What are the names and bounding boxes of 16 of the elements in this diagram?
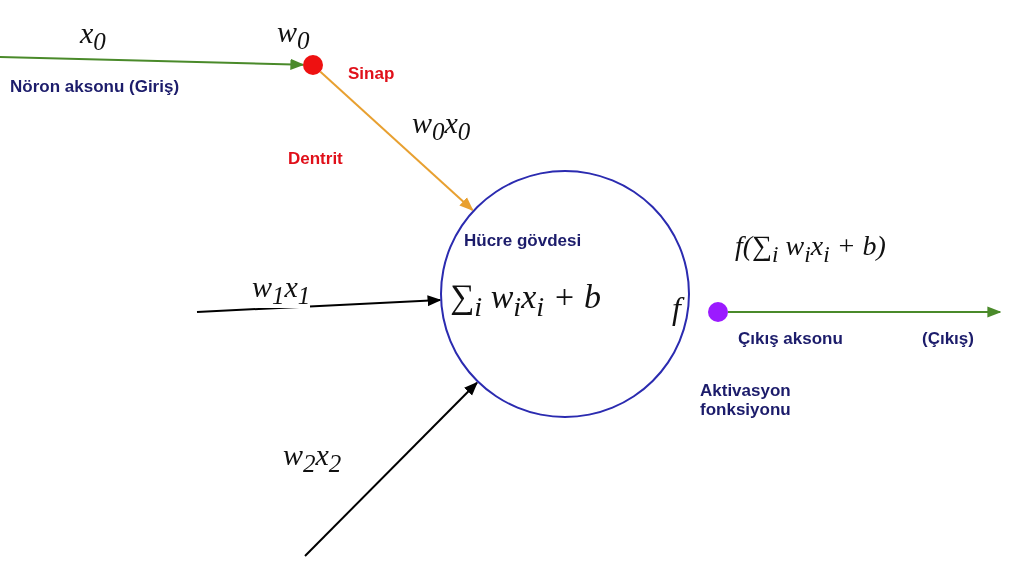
arrow bbox=[319, 70, 474, 211]
cell-body-label: Hücre gövdesi bbox=[464, 232, 582, 251]
weighted-sum-formula: ∑$_{i}$ w$_{i}$x$_{i}$ + b bbox=[450, 280, 602, 322]
synapse-dot bbox=[303, 55, 323, 75]
weight-label: w$_{0}$ bbox=[277, 17, 310, 53]
input-axon-label: Nöron aksonu (Giriş) bbox=[10, 78, 180, 97]
arrow bbox=[196, 295, 442, 313]
arrow bbox=[304, 381, 478, 557]
output-dot bbox=[708, 302, 728, 322]
arrow bbox=[0, 56, 305, 70]
arrow bbox=[727, 306, 1002, 318]
dendrite-label: Dentrit bbox=[288, 150, 343, 169]
output-label: (Çıkış) bbox=[922, 330, 974, 349]
output-axon-label: Çıkış aksonu bbox=[738, 330, 843, 349]
synapse-label: Sinap bbox=[348, 65, 395, 84]
activation-function-label: Aktivasyon fonksiyonu bbox=[700, 382, 792, 420]
